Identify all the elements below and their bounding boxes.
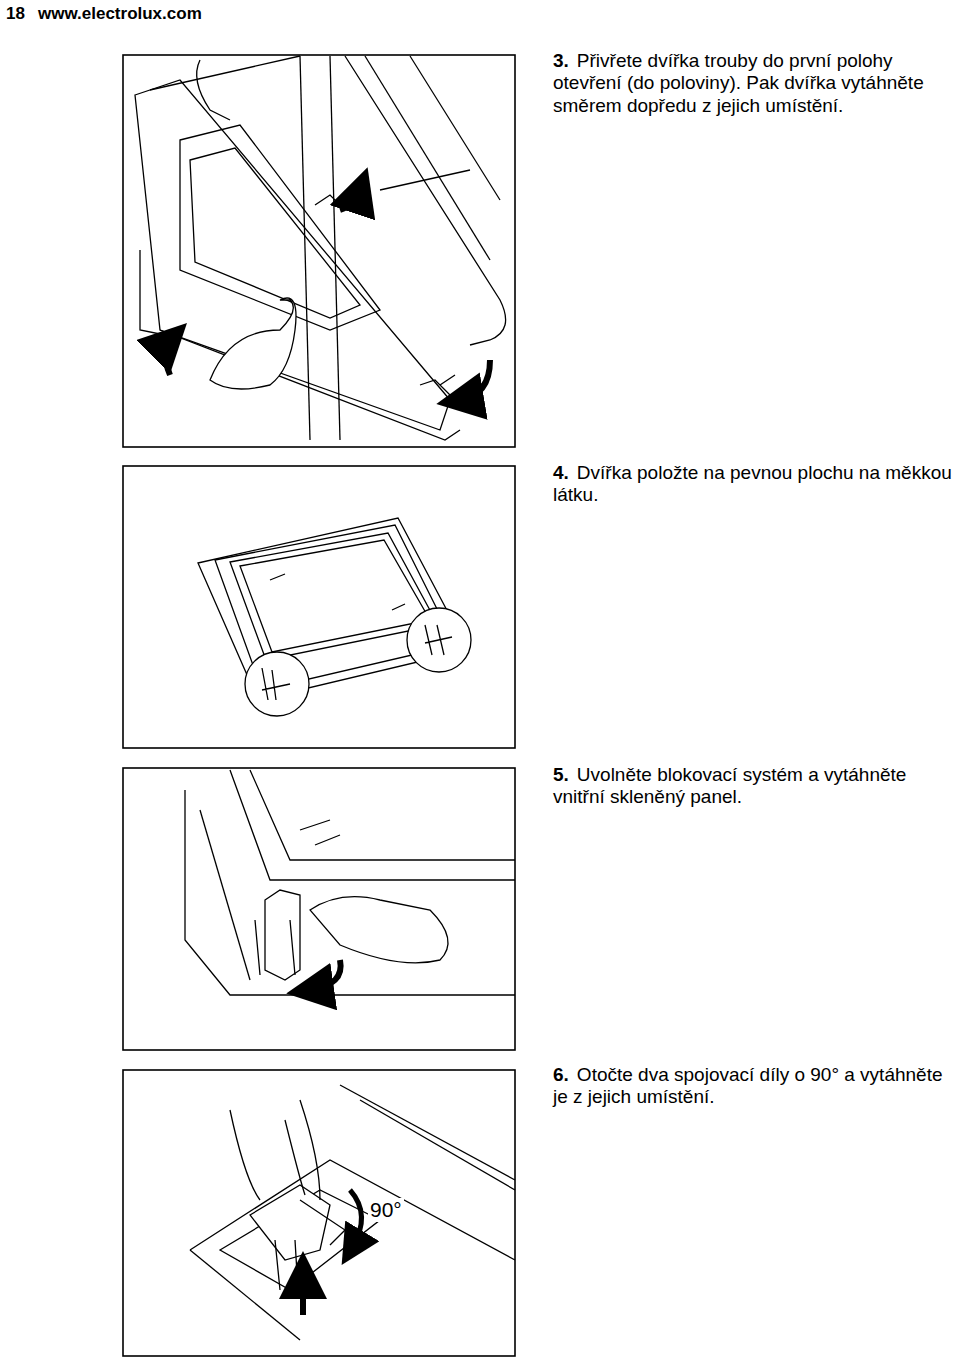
connecting-part-illustration [190, 1085, 515, 1340]
website-url: www.electrolux.com [38, 4, 202, 24]
page-number: 18 [6, 4, 25, 24]
step-text: Otočte dva spojovací díly o 90° a vytáhn… [553, 1064, 943, 1107]
step-block: 6.Otočte dva spojovací díly o 90° a vytá… [553, 1064, 953, 1109]
door-flat-illustration [198, 518, 471, 716]
angle-label: 90° [368, 1198, 404, 1222]
step-text: Přivřete dvířka trouby do první polohy o… [553, 50, 924, 116]
oven-door-illustration [135, 56, 506, 440]
panel-frame [123, 55, 515, 447]
locking-clip-illustration [185, 770, 515, 995]
step-block: 3.Přivřete dvířka trouby do první polohy… [553, 50, 953, 117]
step-number: 5. [553, 764, 569, 785]
step-text: Dvířka položte na pevnou plochu na měkko… [553, 462, 952, 505]
step-number: 6. [553, 1064, 569, 1085]
step-number: 4. [553, 462, 569, 483]
step-number: 3. [553, 50, 569, 71]
step-block: 4.Dvířka položte na pevnou plochu na měk… [553, 462, 953, 507]
step-text: Uvolněte blokovací systém a vytáhněte vn… [553, 764, 906, 807]
panel-frame [123, 768, 515, 1050]
step-block: 5.Uvolněte blokovací systém a vytáhněte … [553, 764, 953, 809]
panel-frame [123, 466, 515, 748]
panel-frame [123, 1070, 515, 1356]
